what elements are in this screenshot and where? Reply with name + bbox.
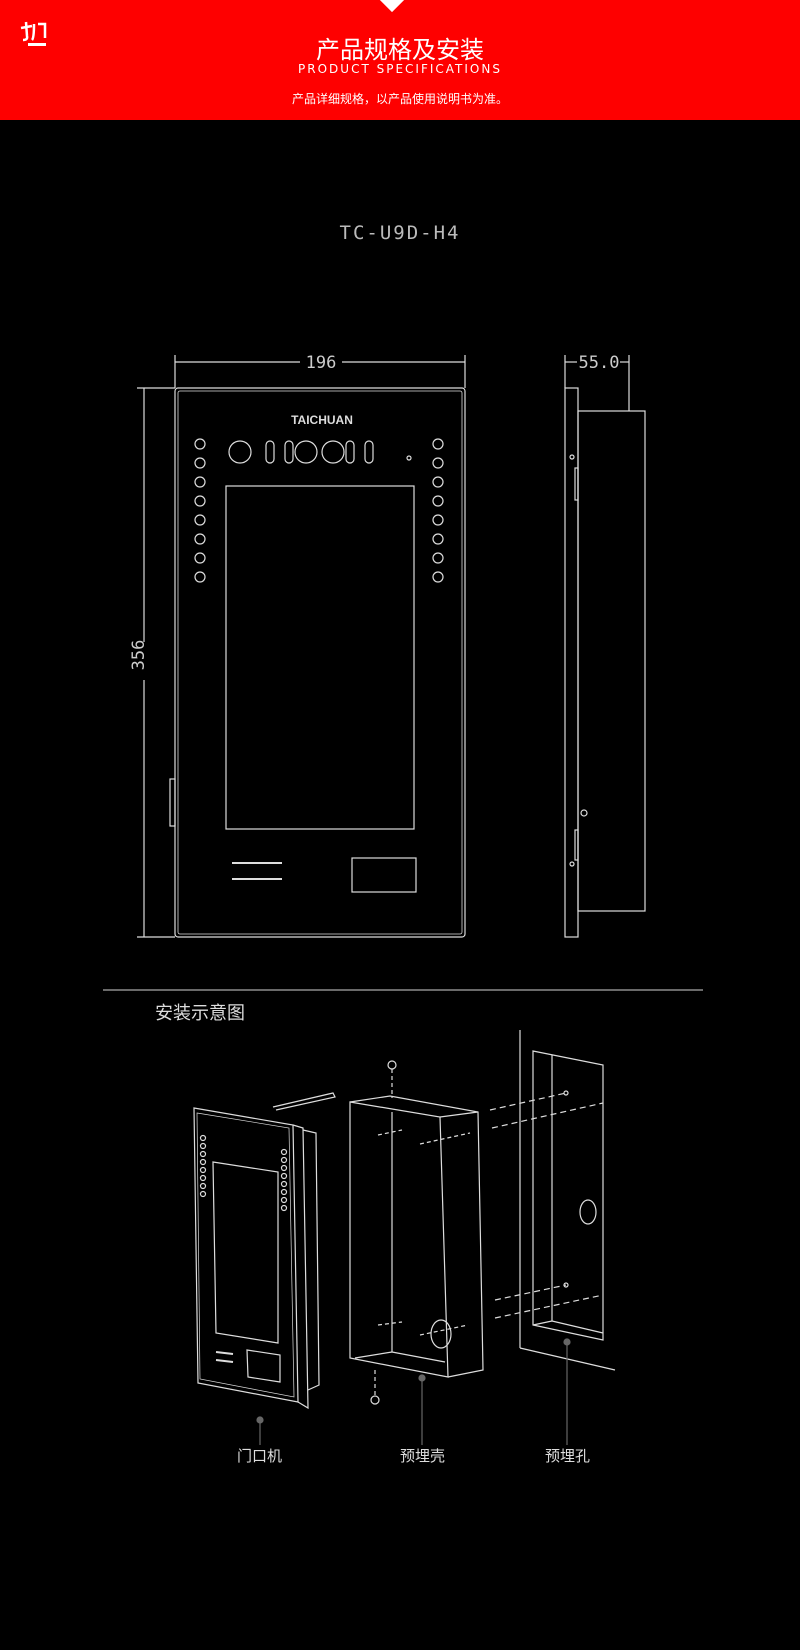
button-hole-icon [280, 1156, 288, 1164]
button-hole-icon [432, 457, 444, 469]
button-hole-icon [194, 476, 206, 488]
front-view: TAICHUAN [169, 387, 466, 938]
button-hole-icon [199, 1150, 207, 1158]
spec-note: 产品详细规格，以产品使用说明书为准。 [291, 92, 508, 106]
button-hole-icon [432, 533, 444, 545]
install-diagram-title: 安装示意图 [155, 1003, 245, 1024]
button-hole-icon [280, 1196, 288, 1204]
brand-logo [20, 21, 47, 46]
brand-text: TAICHUAN [291, 413, 353, 427]
button-hole-icon [432, 476, 444, 488]
button-hole-icon [280, 1172, 288, 1180]
button-hole-icon [280, 1188, 288, 1196]
page-subtitle: PRODUCT SPECIFICATIONS [298, 62, 502, 76]
button-hole-icon [199, 1134, 207, 1142]
wall-recess-drawing [489, 1030, 616, 1371]
button-hole-icon [194, 571, 206, 583]
depth-label: 55.0 [579, 353, 620, 373]
button-hole-icon [432, 514, 444, 526]
side-view: 55.0 [564, 353, 646, 938]
model-number: TC-U9D-H4 [339, 222, 461, 244]
button-hole-icon [280, 1180, 288, 1188]
button-hole-icon [280, 1204, 288, 1212]
width-dimension: 196 [174, 353, 466, 388]
label-wall-recess: 预埋孔 [545, 1447, 591, 1465]
button-hole-icon [199, 1182, 207, 1190]
screen-outline [225, 485, 415, 830]
button-hole-icon [199, 1142, 207, 1150]
button-hole-icon [194, 457, 206, 469]
button-hole-icon [432, 495, 444, 507]
button-hole-icon [199, 1190, 207, 1198]
callout-leaders [256, 1338, 571, 1445]
button-hole-icon [280, 1148, 288, 1156]
label-mounting-box: 预埋壳 [400, 1447, 446, 1465]
door-unit-drawing [193, 1092, 336, 1410]
header-banner: 产品规格及安装 PRODUCT SPECIFICATIONS 产品详细规格，以产… [0, 0, 800, 120]
button-hole-icon [199, 1166, 207, 1174]
mounting-box-drawing [349, 1060, 484, 1405]
button-hole-icon [199, 1158, 207, 1166]
height-dimension: 356 [129, 387, 175, 938]
button-hole-icon [199, 1174, 207, 1182]
button-hole-icon [194, 438, 206, 450]
width-label: 196 [306, 353, 337, 373]
button-hole-icon [194, 533, 206, 545]
button-hole-icon [194, 514, 206, 526]
button-hole-icon [432, 438, 444, 450]
button-hole-icon [432, 552, 444, 564]
button-hole-icon [432, 571, 444, 583]
page-title: 产品规格及安装 [316, 36, 484, 64]
button-hole-icon [194, 495, 206, 507]
button-hole-icon [194, 552, 206, 564]
button-hole-icon [280, 1164, 288, 1172]
height-label: 356 [129, 640, 149, 671]
label-door-unit: 门口机 [237, 1447, 283, 1465]
